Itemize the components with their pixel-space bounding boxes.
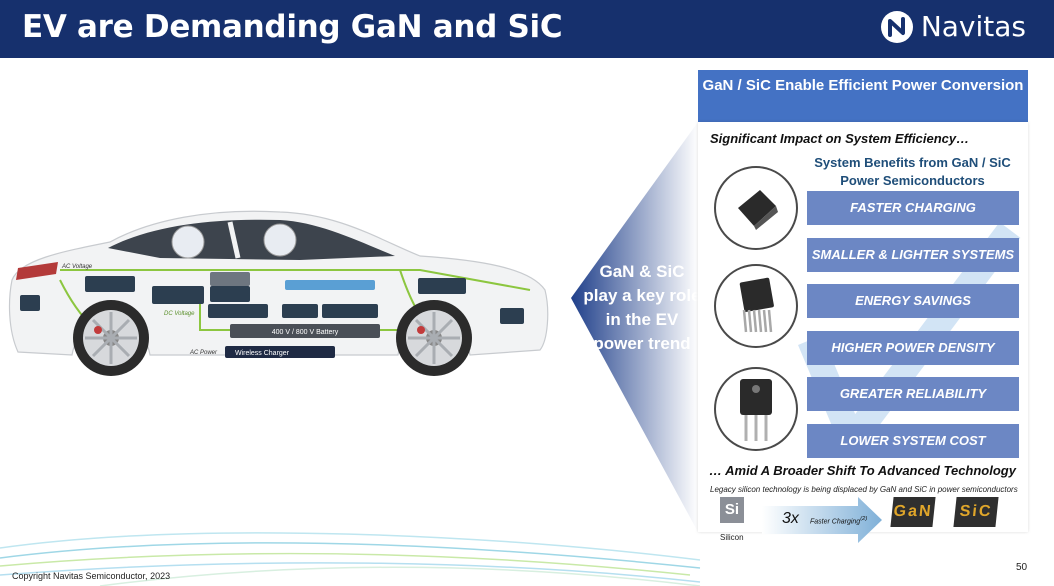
- dc-voltage-label: DC Voltage: [164, 311, 195, 317]
- benefit-reliability: GREATER RELIABILITY: [807, 377, 1019, 411]
- title-bar: EV are Demanding GaN and SiC Navitas: [0, 0, 1054, 58]
- panel-header: GaN / SiC Enable Efficient Power Convers…: [698, 70, 1028, 122]
- ac-power-label: AC Power: [189, 350, 218, 356]
- sic-chip: SiC: [953, 497, 999, 527]
- ac-voltage-label: AC Voltage: [61, 264, 93, 270]
- multiplier-text: 3x: [782, 510, 799, 527]
- benefit-smaller-lighter: SMALLER & LIGHTER SYSTEMS: [807, 238, 1019, 272]
- copyright-text: Copyright Navitas Semiconductor, 2023: [12, 571, 171, 581]
- page-number: 50: [1016, 562, 1028, 573]
- silicon-chip: Si: [720, 497, 744, 523]
- faster-charging-label: Faster Charging: [810, 518, 861, 526]
- navitas-logo: Navitas: [880, 10, 1026, 43]
- navitas-logo-text: Navitas: [920, 10, 1026, 43]
- silicon-label: Silicon: [720, 533, 744, 542]
- legacy-text: Legacy silicon technology is being displ…: [710, 485, 1018, 494]
- broader-shift-heading: … Amid A Broader Shift To Advanced Techn…: [709, 463, 1016, 478]
- ev-car-illustration: 400 V / 800 V Battery Wireless Charger A…: [8, 210, 549, 376]
- chip-image-to247: [714, 367, 798, 451]
- navitas-logo-icon: [880, 10, 913, 43]
- chip-image-to263: [714, 264, 798, 348]
- page-title: EV are Demanding GaN and SiC: [22, 9, 563, 45]
- funnel-text: GaN & SiC play a key role in the EV powe…: [583, 262, 701, 353]
- impact-heading: Significant Impact on System Efficiency…: [710, 131, 970, 146]
- gan-chip: GaN: [890, 497, 936, 527]
- chip-image-smd: [714, 166, 798, 250]
- faster-charging-text: Faster Charging(2): [810, 516, 867, 525]
- wireless-charger-label: Wireless Charger: [235, 350, 290, 357]
- battery-label: 400 V / 800 V Battery: [272, 329, 339, 336]
- benefit-faster-charging: FASTER CHARGING: [807, 191, 1019, 225]
- footnote-ref: (2): [860, 516, 868, 522]
- benefit-energy-savings: ENERGY SAVINGS: [807, 284, 1019, 318]
- benefits-title: System Benefits from GaN / SiC Power Sem…: [814, 155, 1011, 188]
- benefit-power-density: HIGHER POWER DENSITY: [807, 331, 1019, 365]
- benefit-system-cost: LOWER SYSTEM COST: [807, 424, 1019, 458]
